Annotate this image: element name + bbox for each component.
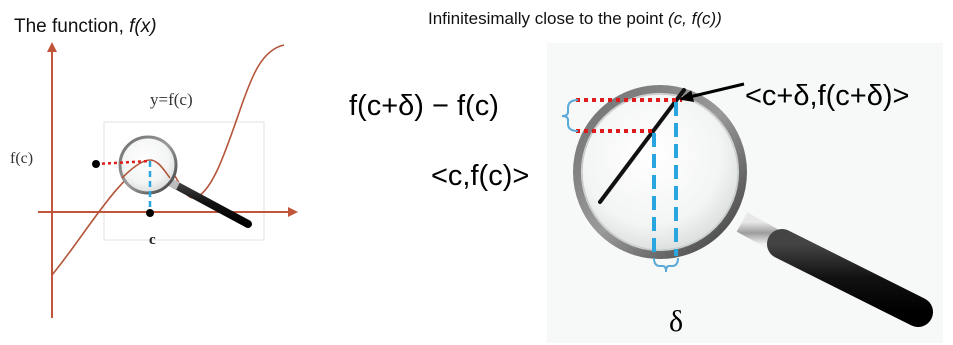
y-axis-label: f(c) xyxy=(10,150,34,167)
x-axis-label: c xyxy=(149,232,156,248)
large-magnifier-lens xyxy=(573,85,747,259)
near-point-label: <c+δ,f(c+δ)> xyxy=(745,80,910,112)
right-title-point: (c, f(c)) xyxy=(668,9,722,28)
left-panel-title: The function, f(x) xyxy=(14,16,157,38)
left-title-text: The function, xyxy=(14,16,130,37)
small-magnifier xyxy=(118,135,252,228)
pointer-arrow xyxy=(679,82,745,103)
delta-label: δ xyxy=(669,305,684,338)
right-panel-title: Infinitesimally close to the point (c, f… xyxy=(428,9,722,29)
fc-marker xyxy=(92,160,100,168)
c-marker xyxy=(146,209,154,217)
point-label: <c,f(c)> xyxy=(431,160,530,192)
difference-label: f(c+δ) − f(c) xyxy=(349,90,499,122)
left-graph xyxy=(38,42,298,318)
difference-bracket xyxy=(561,99,579,132)
large-magnifier-handle xyxy=(736,212,933,327)
right-graph xyxy=(547,43,943,343)
tangent-segment xyxy=(598,88,686,204)
left-title-function: f(x) xyxy=(129,16,157,37)
right-title-text: Infinitesimally close to the point xyxy=(428,9,669,28)
delta-bracket xyxy=(653,257,679,273)
curve-label: y=f(c) xyxy=(150,90,193,109)
